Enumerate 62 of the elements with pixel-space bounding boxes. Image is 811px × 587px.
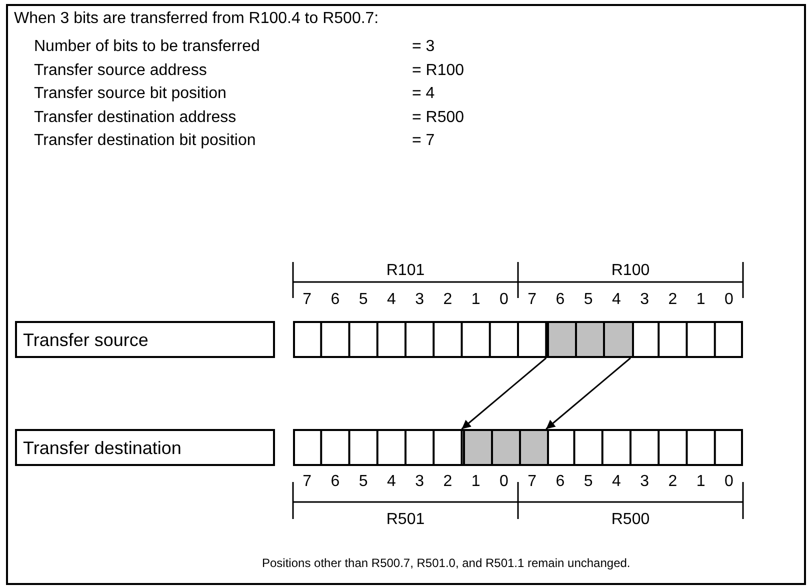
bit-number: 4 [386, 291, 396, 309]
parameter-name: Transfer source bit position [34, 85, 226, 103]
bit-number: 3 [415, 473, 424, 491]
parameter-name: Transfer source address [34, 62, 207, 80]
bit-number: 6 [556, 473, 565, 491]
parameter-value: = 3 [412, 38, 435, 56]
bit-register [293, 321, 743, 358]
bit-number: 5 [358, 291, 368, 309]
parameter-value: = 7 [412, 132, 435, 150]
bit-number: 2 [443, 473, 452, 491]
bit-number: 3 [415, 291, 424, 309]
parameter-name: Transfer destination bit position [34, 132, 256, 150]
bit-number: 4 [612, 473, 621, 491]
register-name: R500 [611, 511, 650, 529]
register-name: R101 [386, 262, 425, 280]
bit-number: 1 [696, 473, 706, 491]
highlighted-bit-cell [575, 321, 606, 358]
bit-number: 0 [499, 291, 508, 309]
highlighted-bit-cell [519, 429, 550, 466]
bit-number: 7 [302, 473, 312, 491]
parameter-name: Transfer destination address [34, 108, 236, 126]
highlighted-bit-cell [462, 429, 493, 466]
arrow [546, 357, 631, 430]
parameter-value: = R100 [412, 62, 464, 80]
bit-number: 0 [724, 291, 734, 309]
parameter-value: = R500 [412, 108, 464, 126]
label-box [15, 321, 275, 358]
bit-number: 7 [528, 291, 536, 309]
bit-number: 5 [358, 473, 368, 491]
box-label: Transfer destination [23, 438, 182, 458]
label-box [15, 429, 275, 466]
highlighted-bit-cell [547, 321, 578, 358]
heading-text: When 3 bits are transferred from R100.4 to R500.7: [14, 10, 379, 28]
highlighted-bit-cell [603, 321, 634, 358]
box-label: Transfer source [23, 330, 148, 350]
bit-number: 7 [302, 291, 312, 309]
bit-number: 2 [443, 291, 452, 309]
bit-number: 6 [556, 291, 565, 309]
arrow [461, 357, 547, 430]
bit-number: 6 [330, 473, 340, 491]
bit-number: 4 [612, 291, 621, 309]
parameter-value: = 4 [412, 85, 435, 103]
bit-number: 1 [471, 291, 480, 309]
bit-number: 0 [724, 473, 734, 491]
bit-number: 5 [584, 291, 593, 309]
parameter-name: Number of bits to be transferred [34, 38, 260, 56]
bit-number: 5 [584, 473, 593, 491]
bit-number: 6 [330, 291, 340, 309]
bit-number: 2 [668, 291, 678, 309]
bit-number: 1 [471, 473, 480, 491]
bit-number: 3 [640, 291, 649, 309]
register-name: R501 [386, 511, 425, 529]
bit-register [293, 429, 743, 466]
highlighted-bit-cell [490, 429, 521, 466]
bit-number: 4 [386, 473, 396, 491]
bit-number: 1 [696, 291, 706, 309]
note-text: Positions other than R500.7, R501.0, and R501.1 remain unchanged. [262, 556, 630, 570]
bit-number: 2 [668, 473, 678, 491]
bit-number: 3 [640, 473, 649, 491]
register-name: R100 [611, 262, 650, 280]
bit-number: 0 [499, 473, 508, 491]
bit-number: 7 [528, 473, 536, 491]
